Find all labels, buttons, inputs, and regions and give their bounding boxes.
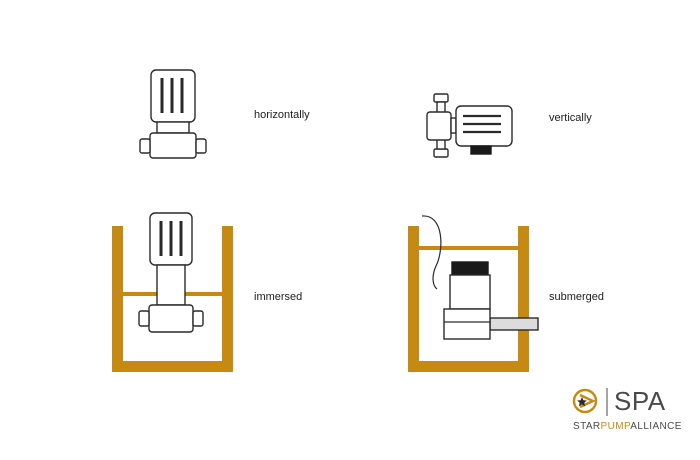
tank-wall-left [112, 226, 123, 372]
motor-cap [451, 261, 489, 276]
logo-mark [572, 388, 608, 416]
logo-word-alliance: ALLIANCE [630, 421, 682, 432]
star-shape [577, 397, 587, 407]
logo-word-pump: PUMP [600, 421, 631, 432]
pipe-flange [138, 310, 150, 327]
submerged-tank [408, 226, 529, 372]
pump-casing [149, 132, 197, 159]
discharge-pipe [489, 317, 539, 331]
pump-motor [449, 274, 491, 310]
pipe-flange [433, 148, 449, 158]
label-immersed: immersed [254, 291, 303, 303]
water-line [419, 246, 518, 250]
pump-neck [156, 121, 190, 134]
label-horizontally: horizontally [254, 109, 310, 121]
horizontal-pump-top [426, 93, 513, 158]
label-submerged: submerged [549, 291, 605, 303]
star-circle-arrow-icon [572, 388, 598, 414]
tank-floor [112, 361, 233, 372]
logo-abbreviation: SPA [614, 386, 666, 416]
immersed-pump [138, 212, 204, 333]
pump-casing [426, 111, 452, 141]
power-cable [421, 215, 442, 290]
pipe-flange [192, 310, 204, 327]
label-vertically: vertically [549, 112, 592, 124]
pump-base [470, 145, 492, 155]
tank-floor [408, 361, 529, 372]
pipe-flange [139, 138, 151, 154]
pump-casing [148, 304, 194, 333]
logo-wordmark: STARPUMPALLIANCE [573, 421, 682, 432]
logo-word-star: STAR [573, 421, 601, 432]
pump-neck [450, 117, 457, 134]
pump-casing [443, 308, 491, 340]
tank-wall-right [222, 226, 233, 372]
submerged-pump [443, 261, 539, 340]
pump-column [156, 264, 186, 306]
pump-motor [455, 105, 513, 147]
tank-wall-left [408, 226, 419, 372]
upright-pump-top [139, 69, 207, 159]
pipe-flange [195, 138, 207, 154]
pipe-flange [433, 93, 449, 103]
tank-wall-right [518, 226, 529, 372]
